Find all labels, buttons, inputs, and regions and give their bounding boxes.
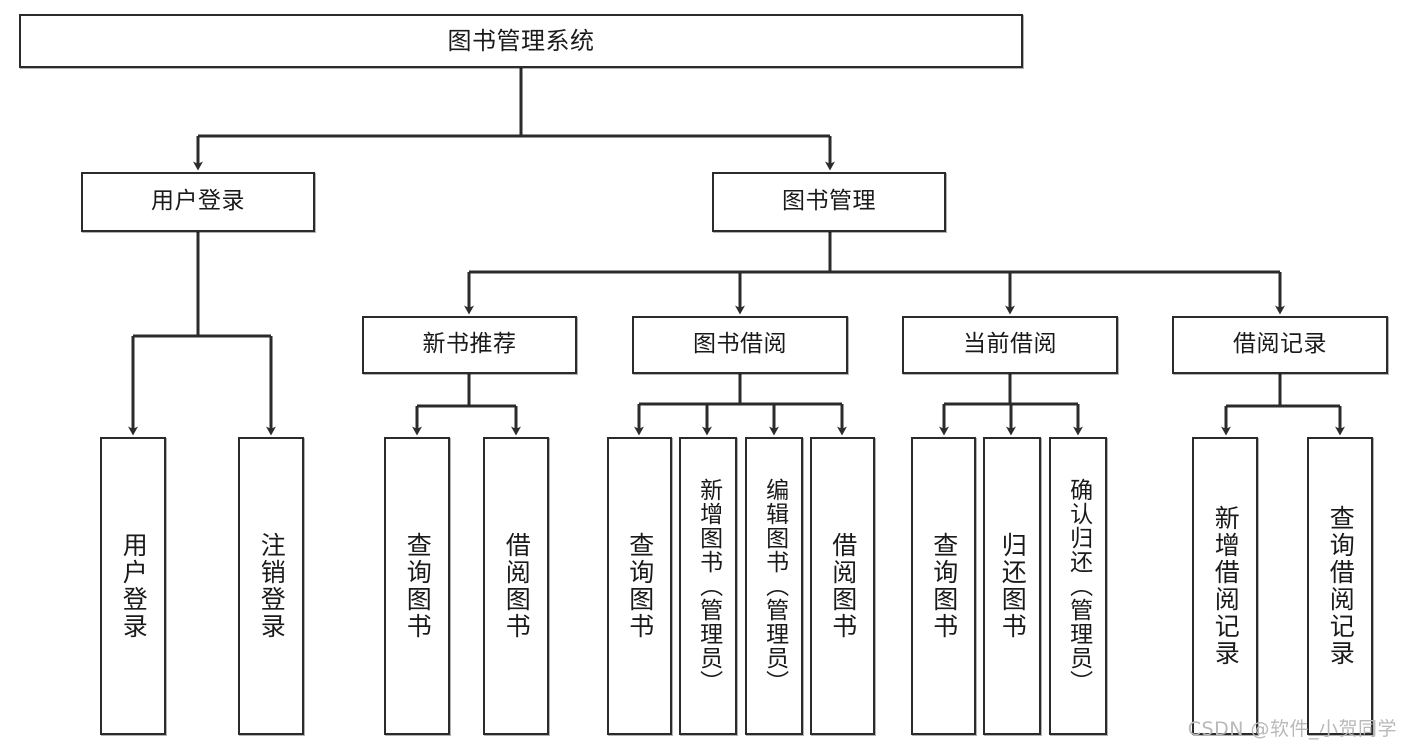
- node-label: 查询借阅记录: [1326, 505, 1356, 667]
- leaf-add-book-admin[interactable]: 新增图书（管理员）: [679, 437, 737, 735]
- node-label: 注销登录: [257, 532, 287, 640]
- node-root-system[interactable]: 图书管理系统: [19, 14, 1023, 68]
- node-label: 查询图书: [625, 532, 655, 640]
- node-label: 编辑图书（管理员）: [761, 478, 788, 694]
- node-label: 借阅图书: [828, 532, 858, 640]
- node-label: 新增借阅记录: [1211, 505, 1241, 667]
- leaf-borrow-book-borrowing[interactable]: 借阅图书: [810, 437, 875, 735]
- node-label: 查询图书: [929, 532, 959, 640]
- leaf-return-book[interactable]: 归还图书: [983, 437, 1041, 735]
- node-book-management[interactable]: 图书管理: [712, 172, 946, 232]
- node-label: 归还图书: [998, 532, 1028, 640]
- leaf-query-borrow-record[interactable]: 查询借阅记录: [1307, 437, 1373, 735]
- leaf-confirm-return-admin[interactable]: 确认归还（管理员）: [1049, 437, 1107, 735]
- node-new-book-recommendation[interactable]: 新书推荐: [362, 316, 577, 374]
- node-label: 当前借阅: [963, 331, 1057, 358]
- node-label: 用户登录: [151, 188, 245, 215]
- node-label: 借阅记录: [1233, 331, 1327, 358]
- node-label: 图书管理: [782, 188, 876, 215]
- node-book-borrowing[interactable]: 图书借阅: [632, 316, 848, 374]
- node-label: 借阅图书: [502, 532, 532, 640]
- leaf-query-book-borrowing[interactable]: 查询图书: [607, 437, 672, 735]
- node-label: 用户登录: [119, 532, 149, 640]
- node-current-borrowing[interactable]: 当前借阅: [902, 316, 1118, 374]
- leaf-user-login[interactable]: 用户登录: [100, 437, 166, 735]
- node-label: 图书管理系统: [447, 26, 595, 55]
- node-label: 确认归还（管理员）: [1065, 478, 1092, 694]
- node-label: 查询图书: [403, 532, 433, 640]
- node-label: 新增图书（管理员）: [695, 478, 722, 694]
- leaf-edit-book-admin[interactable]: 编辑图书（管理员）: [745, 437, 803, 735]
- node-borrowing-record[interactable]: 借阅记录: [1172, 316, 1388, 374]
- leaf-logout[interactable]: 注销登录: [238, 437, 304, 735]
- leaf-add-borrow-record[interactable]: 新增借阅记录: [1192, 437, 1258, 735]
- node-label: 新书推荐: [422, 331, 517, 358]
- node-label: 图书借阅: [693, 331, 787, 358]
- leaf-query-book-newbook[interactable]: 查询图书: [384, 437, 450, 735]
- leaf-query-book-current[interactable]: 查询图书: [911, 437, 976, 735]
- node-user-login[interactable]: 用户登录: [81, 172, 315, 232]
- leaf-borrow-book-newbook[interactable]: 借阅图书: [483, 437, 549, 735]
